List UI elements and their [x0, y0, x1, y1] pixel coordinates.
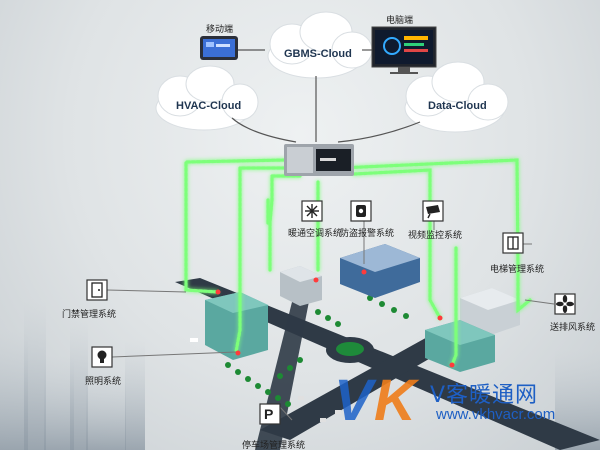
pc-label: 电脑端 [386, 16, 414, 26]
watermark-logo-k: K [374, 368, 416, 433]
watermark-logo-v: V [334, 368, 373, 433]
hvac-system-label: 暖通空调系统 [288, 229, 343, 239]
door-icon [86, 279, 108, 301]
pc-monitor-icon [371, 26, 437, 74]
hvac-cloud-label: HVAC-Cloud [176, 100, 242, 112]
hvac-cloud-shape [155, 65, 259, 131]
ventilation-label: 送排风系统 [550, 323, 596, 333]
data-cloud-shape [404, 61, 509, 133]
alarm-icon [350, 200, 372, 222]
svg-text:P: P [264, 406, 273, 422]
gateway-controller-icon [284, 144, 354, 176]
elevator-icon [502, 232, 524, 254]
mobile-device-icon [200, 36, 238, 60]
parking-label: 停车场管理系统 [242, 441, 306, 450]
gbms-cloud-label: GBMS-Cloud [284, 48, 352, 60]
lightbulb-icon [91, 346, 113, 368]
lighting-label: 照明系统 [85, 377, 122, 387]
buildings [190, 244, 520, 422]
mobile-label: 移动端 [206, 25, 234, 35]
gbms-cloud-shape [267, 11, 373, 79]
trees [225, 295, 409, 407]
watermark-brand: V客暖通网 [430, 383, 539, 408]
led-network [184, 158, 532, 367]
watermark-url: www.vkhvacr.com [436, 406, 556, 423]
snowflake-icon [301, 200, 323, 222]
parking-icon: P [259, 403, 281, 425]
background-skyline [0, 300, 600, 450]
security-alarm-label: 防盗报警系统 [340, 229, 395, 239]
fan-icon [554, 293, 576, 315]
roundabout [326, 337, 374, 363]
status-dots [215, 269, 455, 368]
cctv-camera-icon [422, 200, 444, 222]
data-cloud-label: Data-Cloud [428, 100, 487, 112]
elevator-label: 电梯管理系统 [490, 265, 545, 275]
access-control-label: 门禁管理系统 [62, 310, 117, 320]
video-monitor-label: 视频监控系统 [408, 231, 463, 241]
cloud-links [231, 49, 421, 143]
